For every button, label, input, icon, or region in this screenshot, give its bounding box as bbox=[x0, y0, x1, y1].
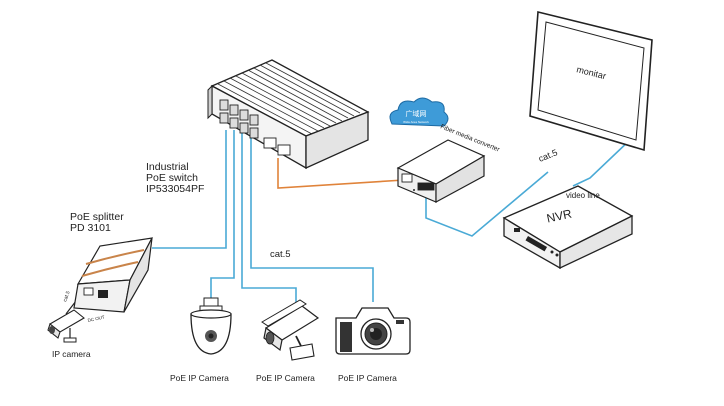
camera-label-2: PoE IP Camera bbox=[256, 373, 315, 383]
nvr-recorder: NVR bbox=[502, 185, 634, 270]
bullet-camera-icon bbox=[261, 299, 320, 361]
poe-splitter bbox=[73, 237, 154, 313]
dome-camera-icon bbox=[190, 297, 232, 355]
switch-label-line2: PoE switch bbox=[146, 172, 198, 184]
camera-label-3: PoE IP Camera bbox=[338, 373, 397, 383]
cable-converter-to-nvr bbox=[425, 171, 549, 237]
cable-switch-to-bullet-camera bbox=[241, 130, 297, 305]
cable-monitor-to-nvr-video bbox=[572, 137, 633, 187]
switch-ports bbox=[219, 99, 259, 139]
link-label-cat5-cameras: cat.5 bbox=[270, 249, 291, 260]
camera-label-1: PoE IP Camera bbox=[170, 373, 229, 383]
cable-switch-to-box-camera bbox=[250, 130, 374, 302]
splitter-label-line1: PoE splitter bbox=[70, 211, 124, 223]
cable-switch-to-dome-camera bbox=[210, 130, 235, 300]
switch-label-line1: Industrial bbox=[146, 161, 189, 173]
cable-switch-fiber-to-converter bbox=[277, 158, 405, 189]
ip-camera-small bbox=[47, 309, 85, 343]
link-label-video-line: video line bbox=[566, 191, 600, 200]
monitor: monitar bbox=[529, 10, 653, 152]
switch-label-line3: IP533054PF bbox=[146, 183, 204, 195]
ip-camera-label: IP camera bbox=[52, 349, 91, 359]
splitter-label-line2: PD 3101 bbox=[70, 222, 111, 234]
splitter-port-label-lan: cat.5 bbox=[62, 290, 71, 302]
cloud-label-en: Wide Area Network bbox=[403, 120, 429, 124]
box-camera-icon bbox=[335, 307, 411, 355]
link-label-cat5-top: cat.5 bbox=[537, 147, 559, 164]
cloud-label-cn: 广域网 bbox=[406, 109, 427, 118]
nvr-label: NVR bbox=[545, 207, 573, 226]
fiber-media-converter bbox=[396, 139, 486, 204]
switch-fiber-ports bbox=[263, 137, 291, 156]
wan-cloud-icon: 广域网 Wide Area Network bbox=[389, 97, 449, 127]
industrial-poe-switch bbox=[207, 59, 370, 170]
splitter-port-label-dc: DC OUT bbox=[87, 314, 105, 323]
cable-switch-to-splitter bbox=[152, 130, 227, 249]
